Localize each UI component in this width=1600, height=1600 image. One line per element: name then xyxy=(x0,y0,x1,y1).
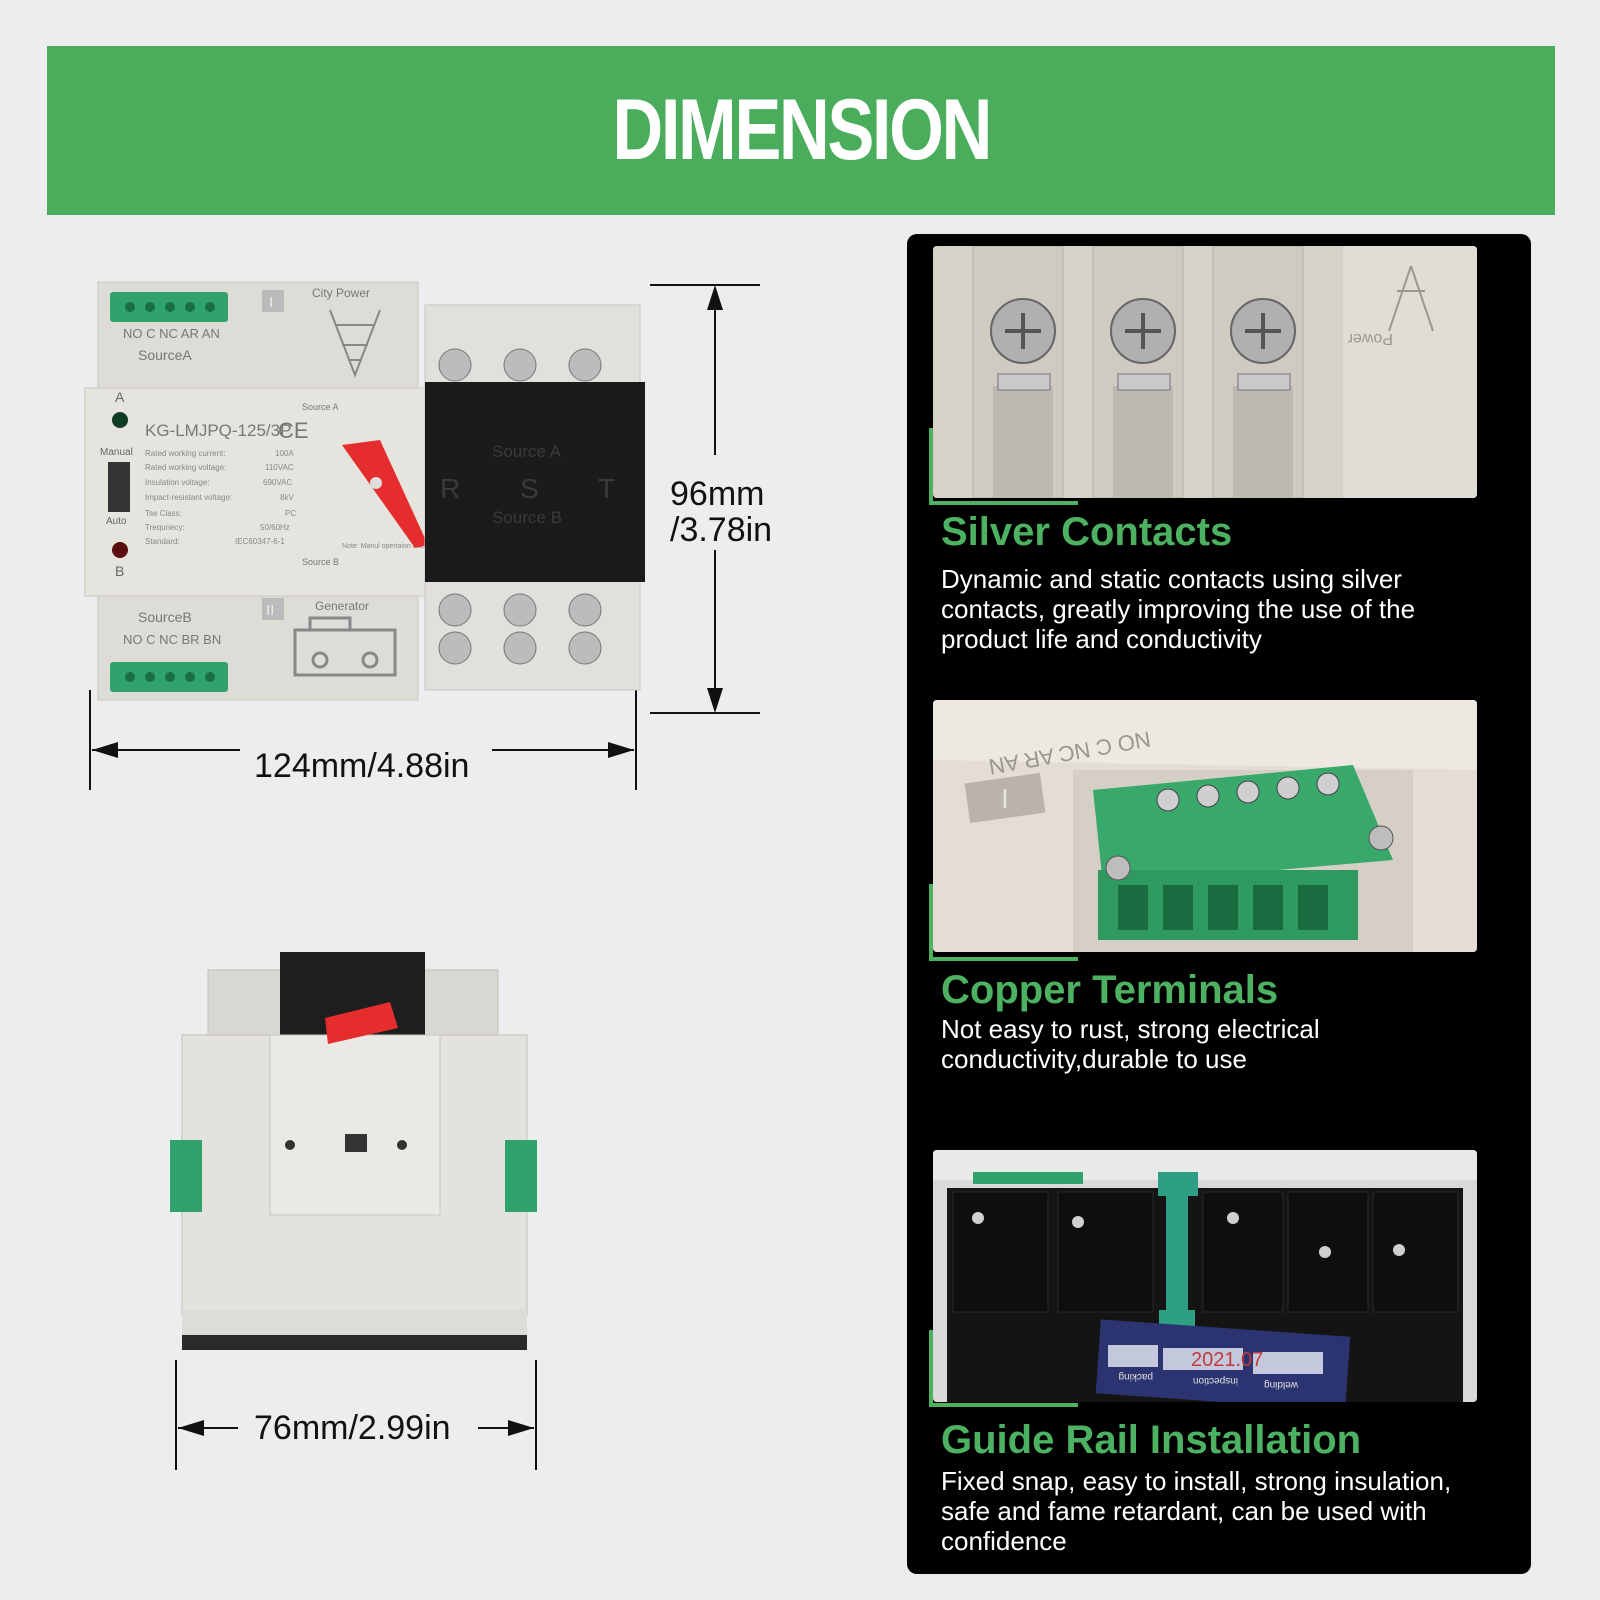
terminals-b-label: NO C NC BR BN xyxy=(123,632,221,647)
spec-value-2: 690VAC xyxy=(263,478,292,487)
cover-source-a: Source A xyxy=(492,442,562,461)
photo-label-inspection: inspection xyxy=(1193,1375,1238,1386)
spec-value-6: IEC60347-6-1 xyxy=(235,537,285,546)
pylon-icon xyxy=(329,309,381,378)
width-dimension-label: 124mm/4.88in xyxy=(254,747,470,785)
auto-label: Auto xyxy=(106,516,127,527)
terminal-block-b xyxy=(110,662,228,692)
spec-list: Rated working current: 100A Rated workin… xyxy=(145,449,296,546)
led-a-indicator xyxy=(112,412,128,428)
photo-label-packing: packing xyxy=(1119,1371,1153,1382)
features-panel: Power Silver Contacts Dynamic and static… xyxy=(907,234,1531,1574)
photo-roman-one: I xyxy=(1001,783,1009,814)
feature-accent-3 xyxy=(929,1330,1078,1407)
photo-label-welding: welding xyxy=(1264,1379,1299,1390)
spec-label-5: Trequnecy: xyxy=(145,523,185,532)
side-red-handle[interactable] xyxy=(325,1002,398,1044)
feature-accent-1 xyxy=(929,428,1078,505)
model-number: KG-LMJPQ-125/3P xyxy=(145,421,291,440)
cover-source-b: Source B xyxy=(492,508,562,527)
phase-r: R xyxy=(440,473,460,504)
spec-label-1: Rated working voltage: xyxy=(145,463,226,472)
photo-date-stamp: 2021.07 xyxy=(1191,1349,1263,1371)
side-terminal-right xyxy=(505,1140,537,1212)
spec-label-6: Standard: xyxy=(145,537,180,546)
switch-main-body xyxy=(84,387,431,597)
source-b-small-label: Source B xyxy=(302,557,339,567)
feature-title-1: Silver Contacts xyxy=(941,510,1233,554)
height-dimension-imperial: /3.78in xyxy=(670,511,773,549)
feature-title-3: Guide Rail Installation xyxy=(941,1418,1362,1462)
operation-note: Note: Manul opertaion must be in "Ma- nu… xyxy=(342,543,505,550)
side-terminal-left xyxy=(170,1140,202,1212)
city-power-label: City Power xyxy=(312,286,370,300)
banner-title: DIMENSION xyxy=(612,82,992,178)
spec-value-4: PC xyxy=(285,509,296,518)
terminal-block-a xyxy=(110,292,228,322)
photo-power-print: Power xyxy=(1347,330,1393,347)
feature-desc-2: Not easy to rust, strong electrical cond… xyxy=(941,1014,1320,1074)
photo-pylon-icon xyxy=(1388,265,1434,332)
led-a-label: A xyxy=(115,389,125,405)
side-view-diagram xyxy=(170,952,537,1470)
top-screws xyxy=(438,348,602,382)
source-a-module-label: SourceA xyxy=(138,347,192,363)
ce-mark: CE xyxy=(278,418,309,443)
spec-label-4: Tse Class: xyxy=(145,509,182,518)
silver-contacts-photo: Power xyxy=(933,246,1477,498)
spec-label-3: Impact-resistant voltage: xyxy=(145,493,232,502)
source-b-module-label: SourceB xyxy=(138,609,192,625)
feature-desc-1: Dynamic and static contacts using silver… xyxy=(941,564,1416,654)
copper-terminals-photo: NO C NC AR AN I xyxy=(933,700,1477,952)
din-clip xyxy=(1158,1172,1198,1326)
generator-label: Generator xyxy=(315,599,369,613)
manual-auto-switch[interactable] xyxy=(108,462,130,512)
height-dimension-metric: 96mm xyxy=(670,475,765,513)
spec-value-1: 110VAC xyxy=(265,463,294,472)
red-handle[interactable] xyxy=(342,440,428,548)
terminals-a-label: NO C NC AR AN xyxy=(123,326,220,341)
feature-title-2: Copper Terminals xyxy=(941,968,1279,1012)
led-b-label: B xyxy=(115,563,124,579)
manual-label: Manual xyxy=(100,447,133,458)
depth-arrowheads xyxy=(178,1420,534,1436)
black-cover xyxy=(425,382,645,582)
depth-dimension-label: 76mm/2.99in xyxy=(254,1409,451,1447)
feature-accent-2 xyxy=(929,884,1078,961)
feature-desc-3: Fixed snap, easy to install, strong insu… xyxy=(941,1466,1452,1556)
din-rail-slot xyxy=(182,1335,527,1350)
spec-label-0: Rated working current: xyxy=(145,449,225,458)
guide-rail-photo: 2021.07 packing inspection welding xyxy=(933,1150,1477,1402)
spec-label-2: Insulation voltage: xyxy=(145,478,210,487)
front-view-diagram: NO C NC AR AN SourceA City Power I Sourc… xyxy=(84,281,760,790)
generator-icon xyxy=(293,616,397,677)
led-b-indicator xyxy=(112,542,128,558)
phase-t: T xyxy=(598,473,615,504)
roman-one-label: I xyxy=(269,294,273,311)
bottom-screws xyxy=(438,593,602,665)
roman-two-label: II xyxy=(266,602,274,619)
spec-value-0: 100A xyxy=(275,449,294,458)
dimension-banner: DIMENSION xyxy=(47,46,1555,215)
spec-value-3: 8kV xyxy=(280,493,294,502)
phase-s: S xyxy=(520,473,539,504)
dimension-arrowheads xyxy=(92,285,723,758)
source-a-small-label: Source A xyxy=(302,402,339,412)
spec-value-5: 50/60Hz xyxy=(260,523,290,532)
